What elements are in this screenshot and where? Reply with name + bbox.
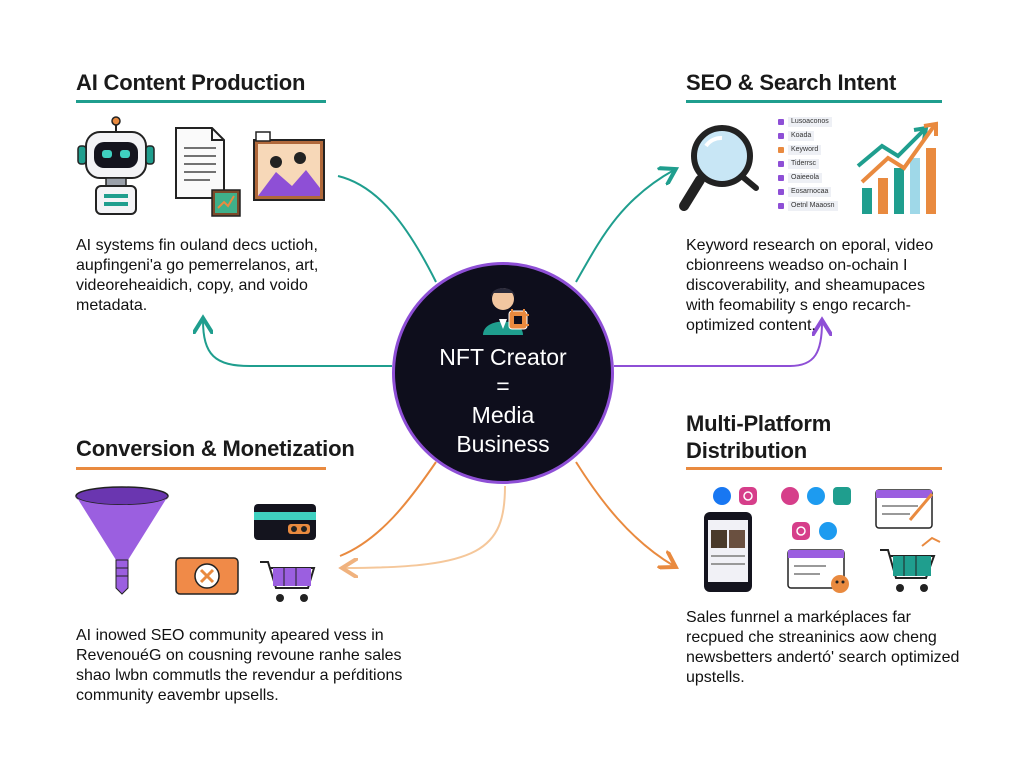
- distribution-illustration: [704, 487, 941, 593]
- distribution-line: Sales funrnel a marképlaces far: [686, 609, 911, 626]
- keyword-item: Oaieeola: [778, 172, 842, 183]
- arrow-to-seo: [575, 170, 674, 283]
- seo-line: cbionreens weadso on-ochain I: [686, 257, 908, 274]
- keyword-item: Tiderrsc: [778, 158, 842, 169]
- seo-rule: [686, 100, 942, 103]
- social-icons: [713, 487, 851, 540]
- ai-content-line: AI systems fin ouland decs uctioh,: [76, 237, 318, 254]
- ai-content-line: videoreheaidich, copy, and voido: [76, 277, 308, 294]
- ai-content-illustration: [77, 116, 325, 217]
- keyword-item: Eosarnocaa: [778, 186, 842, 197]
- checkbox-icon: [778, 132, 784, 139]
- conversion-line: AI inowed SEO community apeared vess in: [76, 627, 384, 644]
- distribution-description: Sales funrnel a marképlaces far recpued…: [686, 608, 959, 688]
- creator-avatar-icon: [483, 288, 529, 335]
- arrow-to-ai-content-top: [337, 175, 437, 283]
- center-title: NFT Creator = Media Business: [395, 343, 611, 459]
- payment-ticket-icon: [175, 557, 239, 595]
- center-hub: NFT Creator = Media Business: [392, 262, 614, 484]
- magnifier-icon: [679, 125, 759, 211]
- checkbox-icon: [778, 118, 784, 125]
- ai-content-line: metadata.: [76, 297, 148, 314]
- distribution-line: recpued che streaninics aow cheng: [686, 629, 937, 646]
- conversion-title: Conversion & Monetization: [76, 436, 355, 461]
- shopping-cart-icon: [880, 536, 941, 592]
- conversion-rule: [76, 467, 326, 470]
- ai-content-rule: [76, 100, 326, 103]
- keyword-item: Oetnl Maaosn: [778, 200, 842, 211]
- arrow-to-distribution: [575, 461, 674, 566]
- image-frame-icon: [253, 131, 325, 201]
- center-line: NFT Creator: [439, 344, 567, 370]
- arrow-to-ai-content: [203, 320, 392, 367]
- seo-line: optimized content.: [686, 317, 816, 334]
- checkbox-icon: [778, 174, 784, 181]
- arrow-to-conversion: [339, 461, 437, 557]
- keyword-item: Keyword: [778, 144, 842, 155]
- distribution-rule: [686, 467, 942, 470]
- conversion-illustration: [75, 486, 316, 602]
- seo-line: with feomability s engo recarch-: [686, 297, 911, 314]
- distribution-title-line: Distribution: [686, 438, 808, 463]
- center-line: =: [496, 373, 510, 399]
- funnel-icon: [75, 486, 169, 595]
- keyword-item: Lusoaconos: [778, 116, 842, 127]
- shopping-cart-icon: [260, 561, 316, 602]
- seo-line: Keyword research on eporal, video: [686, 237, 934, 254]
- robot-icon: [77, 116, 155, 215]
- seo-line: discoverability, and sheamupaces: [686, 277, 925, 294]
- arrow-to-seo-text: [614, 322, 822, 367]
- checkbox-icon: [778, 160, 784, 167]
- center-line: Business: [456, 431, 550, 457]
- credit-card-icon: [254, 504, 316, 540]
- checkbox-icon: [778, 202, 784, 209]
- ai-content-line: aupfingeni'a go pemerrelanos, art,: [76, 257, 319, 274]
- conversion-line: RevenouéG on cousning revoune ranhe sal…: [76, 647, 402, 664]
- conversion-line: community eavembr upsells.: [76, 687, 279, 704]
- keyword-item: Koada: [778, 130, 842, 141]
- ai-content-title: AI Content Production: [76, 70, 306, 95]
- distribution-title: Multi-Platform Distribution: [686, 410, 831, 464]
- conversion-line: shao lwbn commutls the revendur a peŕdi…: [76, 667, 403, 684]
- document-icon: [175, 127, 241, 217]
- distribution-title-line: Multi-Platform: [686, 411, 832, 436]
- arrow-to-conversion-return: [344, 485, 506, 568]
- browser-window-icon: [787, 549, 849, 593]
- editor-window-icon: [875, 489, 934, 529]
- ai-content-description: AI systems fin ouland decs uctioh, aupfi…: [76, 236, 318, 316]
- seo-description: Keyword research on eporal, video cbionr…: [686, 236, 933, 336]
- checkbox-icon: [778, 188, 784, 195]
- smartphone-icon: [704, 512, 752, 592]
- growth-chart-icon: [856, 121, 938, 214]
- seo-title: SEO & Search Intent: [686, 70, 897, 95]
- conversion-description: AI inowed SEO community apeared vess in …: [76, 626, 402, 706]
- center-line: Media: [471, 402, 535, 428]
- checkbox-icon: [778, 146, 784, 153]
- distribution-line: newsbetters andertó' search optimized: [686, 649, 960, 666]
- keyword-list: Lusoaconos Koada Keyword Tiderrsc Oaieeo…: [778, 116, 848, 216]
- distribution-line: upstells.: [686, 669, 745, 686]
